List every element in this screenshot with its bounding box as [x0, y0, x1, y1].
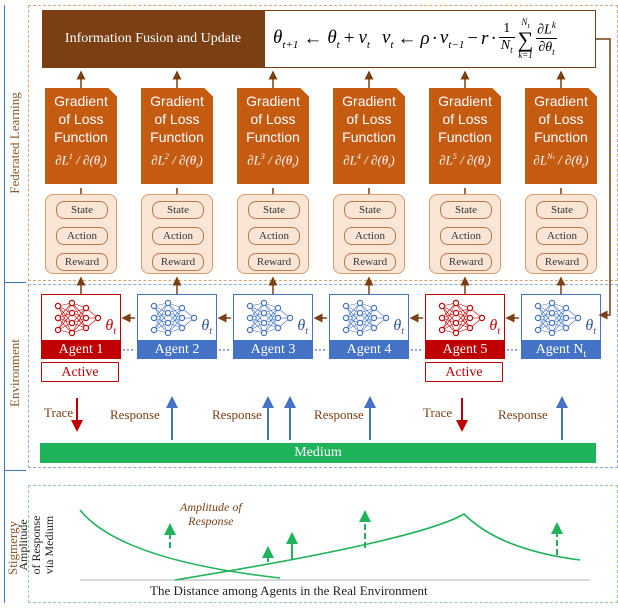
action-pill: Action — [344, 227, 396, 245]
action-pill: Action — [152, 227, 204, 245]
reward-pill: Reward — [56, 253, 108, 271]
update-formula: θt+1 ← θt + vt vt ← ρ · vt−1 − r · 1 Nt … — [264, 10, 596, 68]
agent-theta: θt — [297, 317, 308, 338]
agent-network-box: θt — [425, 294, 505, 341]
amplitude-annotation: Amplitude of Response — [180, 500, 242, 528]
reward-pill: Reward — [536, 253, 588, 271]
formula-theta-lhs: θt+1 — [273, 27, 299, 51]
neural-network-icon — [338, 298, 392, 343]
neural-network-icon — [530, 298, 584, 343]
response-label-3: Response — [314, 407, 364, 422]
formula-theta-rhs: θt — [327, 27, 340, 51]
action-pill: Action — [440, 227, 492, 245]
agent-network-box: θt — [137, 294, 217, 341]
action-pill: Action — [56, 227, 108, 245]
agent-name-bar: Agent Nt — [521, 341, 601, 360]
response-label-4: Response — [498, 407, 548, 422]
reward-pill: Reward — [152, 253, 204, 271]
state-pill: State — [440, 201, 492, 219]
neural-network-icon — [50, 298, 104, 343]
formula-rho: ρ — [420, 28, 430, 49]
agent-network-box: θt — [329, 294, 409, 341]
agent-name-bar: Agent 4 — [329, 341, 409, 359]
neural-network-icon — [146, 298, 200, 343]
formula-v-lhs: vt — [381, 27, 394, 51]
reward-pill: Reward — [344, 253, 396, 271]
agent-name-bar: Agent 3 — [233, 341, 313, 359]
formula-r: r — [481, 28, 489, 49]
state-pill: State — [344, 201, 396, 219]
information-fusion-box: Information Fusion and Update — [42, 10, 264, 68]
trace-label-2: Trace — [423, 405, 453, 420]
formula-fraction: 1 Nt — [498, 21, 515, 58]
neural-network-icon — [434, 298, 488, 343]
response-label-1: Response — [110, 407, 160, 422]
reward-pill: Reward — [248, 253, 300, 271]
response-curve-left — [79, 509, 281, 579]
state-pill: State — [152, 201, 204, 219]
state-pill: State — [56, 201, 108, 219]
formula-partial: ∂Lk ∂θt — [536, 17, 557, 61]
state-pill: State — [248, 201, 300, 219]
side-column-border — [4, 5, 27, 603]
state-pill: State — [536, 201, 588, 219]
response-label-2: Response — [212, 407, 262, 422]
agent-network-box: θt — [41, 294, 121, 341]
agent-theta: θt — [393, 317, 404, 338]
agent-name-bar: Agent 1 — [41, 341, 121, 359]
agent-network-box: θt — [521, 294, 601, 341]
formula-v: vt — [358, 27, 370, 51]
agent-theta: θt — [489, 317, 500, 338]
agent-theta: θt — [105, 317, 116, 338]
reward-pill: Reward — [440, 253, 492, 271]
distance-x-label: The Distance among Agents in the Real En… — [150, 583, 428, 598]
agent-network-box: θt — [233, 294, 313, 341]
formula-sum: Nt ∑ k=1 — [517, 16, 534, 61]
response-curve-middle — [174, 512, 581, 581]
agent-theta: θt — [201, 317, 212, 338]
active-badge-1: Active — [41, 362, 119, 382]
agent-name-bar: Agent 2 — [137, 341, 217, 359]
feedback-loop-line — [596, 38, 611, 320]
medium-bar: Medium — [40, 443, 596, 463]
agent-theta: θt — [585, 317, 596, 338]
neural-network-icon — [242, 298, 296, 343]
active-badge-5: Active — [425, 362, 503, 382]
trace-label-1: Trace — [44, 405, 74, 420]
formula-v-prev: vt−1 — [439, 27, 465, 51]
side-divider-bottom — [4, 470, 26, 471]
agent-name-bar: Agent 5 — [425, 341, 505, 359]
side-divider-top — [4, 282, 26, 283]
action-pill: Action — [248, 227, 300, 245]
action-pill: Action — [536, 227, 588, 245]
